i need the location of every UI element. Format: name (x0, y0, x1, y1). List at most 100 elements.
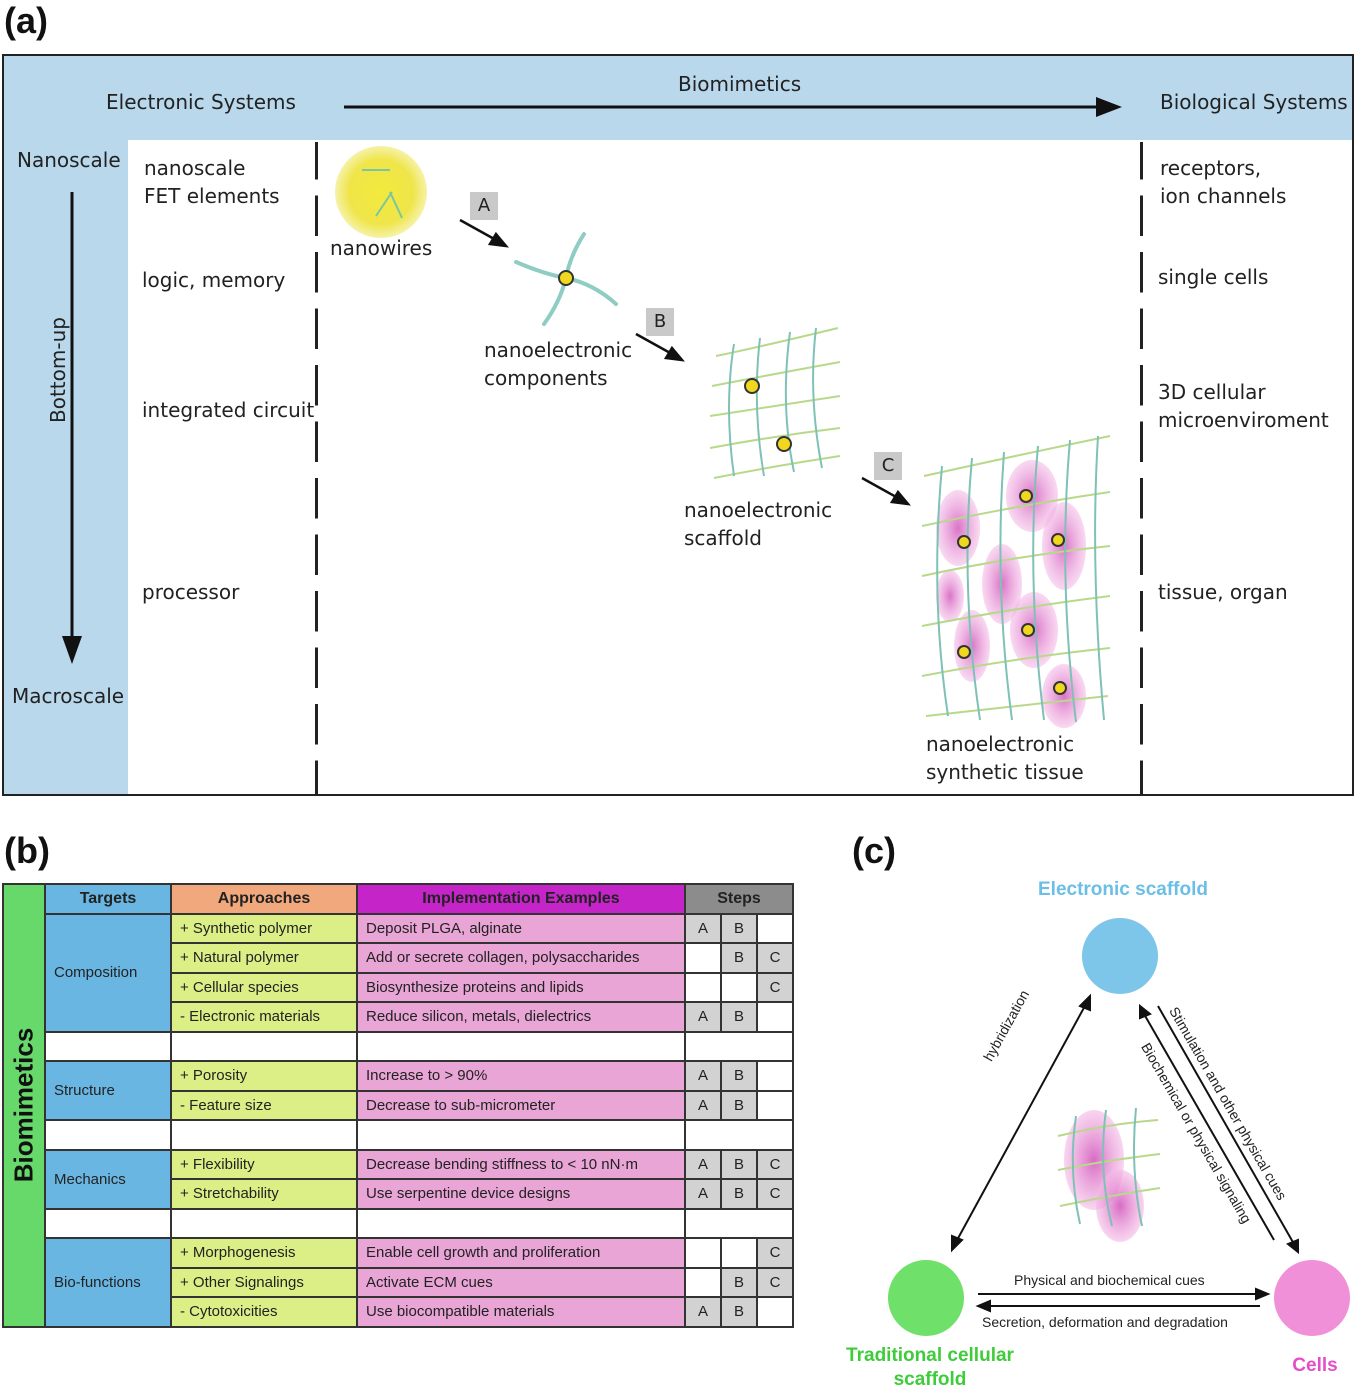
step-cell: B (720, 1001, 758, 1033)
stage-scaffold-label: nanoelectronic scaffold (684, 498, 833, 550)
approach-cell: + Other Signalings (170, 1266, 358, 1298)
step-cell (756, 1296, 794, 1328)
step-cell: B (720, 1060, 758, 1092)
approaches-header: Approaches (170, 883, 358, 915)
traditional-scaffold-node (888, 1260, 964, 1336)
example-cell: Use biocompatible materials (356, 1296, 686, 1328)
blank-cell (356, 1119, 686, 1151)
macroscale-label: Macroscale (12, 684, 125, 708)
example-cell: Deposit PLGA, alginate (356, 912, 686, 944)
stage-tissue-label: nanoelectronic synthetic tissue (926, 732, 1084, 784)
biomimetics-side-cell: Biomimetics (2, 883, 46, 1328)
step-cell (684, 1237, 722, 1269)
electronic-scaffold-label: Electronic scaffold (1038, 879, 1208, 900)
nanoelectronic-component-icon (514, 232, 618, 326)
target-cell: Mechanics (44, 1148, 172, 1210)
example-cell: Reduce silicon, metals, dielectrics (356, 1001, 686, 1033)
biological-level-receptors: receptors, ion channels (1160, 156, 1287, 208)
panel-label-a: (a) (4, 0, 48, 41)
step-cell: B (720, 1089, 758, 1121)
example-cell: Biosynthesize proteins and lipids (356, 971, 686, 1003)
nanowire-icon (335, 146, 427, 238)
target-cell: Bio-functions (44, 1237, 172, 1328)
target-cell: Composition (44, 912, 172, 1033)
approach-cell: + Cellular species (170, 971, 358, 1003)
panel-a-biomimetics-diagram: Electronic Systems Biomimetics Biologica… (2, 54, 1354, 796)
biological-level-3d: 3D cellular microenviroment (1158, 380, 1329, 432)
example-cell: Decrease to sub-micrometer (356, 1089, 686, 1121)
approach-cell: + Stretchability (170, 1178, 358, 1210)
electronic-level-processor: processor (142, 580, 240, 604)
secretion-edge-label: Secretion, deformation and degradation (982, 1314, 1228, 1330)
step-a-badge: A (470, 192, 498, 220)
traditional-scaffold-label: Traditional cellular scaffold (846, 1345, 1014, 1390)
step-cell: C (756, 1266, 794, 1298)
approach-cell: - Electronic materials (170, 1001, 358, 1033)
step-b-badge: B (646, 308, 674, 336)
hybrid-tissue-icon (1057, 1107, 1161, 1242)
blank-cell (684, 1030, 794, 1062)
electronic-scaffold-node (1082, 918, 1158, 994)
approach-cell: + Synthetic polymer (170, 912, 358, 944)
step-cell: C (756, 971, 794, 1003)
electronic-level-ic: integrated circuit (142, 398, 315, 422)
step-cell: C (756, 942, 794, 974)
approach-cell: + Natural polymer (170, 942, 358, 974)
target-cell: Structure (44, 1060, 172, 1121)
step-cell (684, 1266, 722, 1298)
header-band (4, 56, 1352, 140)
step-cell (684, 971, 722, 1003)
approach-cell: + Morphogenesis (170, 1237, 358, 1269)
cells-node (1274, 1260, 1350, 1336)
example-cell: Enable cell growth and proliferation (356, 1237, 686, 1269)
step-cell (756, 912, 794, 944)
step-cell: C (756, 1178, 794, 1210)
separator-row (3, 1119, 794, 1151)
panel-c-graphics (888, 918, 1350, 1336)
biomimetics-side-label: Biomimetics (8, 1027, 39, 1183)
blank-cell (170, 1030, 358, 1062)
synthetic-tissue-icon (921, 435, 1111, 728)
approach-cell: + Porosity (170, 1060, 358, 1092)
panel-c-triangle-diagram: Electronic scaffold Traditional cellular… (828, 870, 1358, 1392)
step-cell: B (720, 1148, 758, 1180)
biomimetics-arrow-icon (344, 97, 1122, 117)
step-cell: B (720, 912, 758, 944)
biomimetics-heading: Biomimetics (678, 72, 802, 96)
step-cell (720, 1237, 758, 1269)
step-cell (756, 1060, 794, 1092)
step-cell (684, 942, 722, 974)
panel-label-b: (b) (4, 830, 50, 871)
step-cell: C (756, 1237, 794, 1269)
nanoelectronic-scaffold-icon (709, 327, 841, 479)
stage-components-label: nanoelectronic components (484, 338, 633, 390)
step-cell: A (684, 1001, 722, 1033)
blank-cell (356, 1030, 686, 1062)
step-cell: B (720, 1296, 758, 1328)
separator-row (3, 1207, 794, 1239)
scale-band (4, 140, 128, 794)
step-cell: C (756, 1148, 794, 1180)
blank-cell (356, 1207, 686, 1239)
examples-header: Implementation Examples (356, 883, 686, 915)
step-cell: A (684, 1296, 722, 1328)
panel-a-illustrations (335, 146, 1111, 728)
physical-cues-edge-label: Physical and biochemical cues (1014, 1272, 1205, 1288)
separator-row (3, 1030, 794, 1062)
electronic-level-fet: nanoscale FET elements (144, 156, 280, 208)
example-cell: Increase to > 90% (356, 1060, 686, 1092)
step-cell (756, 1089, 794, 1121)
blank-cell (684, 1207, 794, 1239)
panel-label-c: (c) (852, 830, 896, 871)
electronic-systems-heading: Electronic Systems (106, 90, 296, 114)
example-cell: Use serpentine device designs (356, 1178, 686, 1210)
